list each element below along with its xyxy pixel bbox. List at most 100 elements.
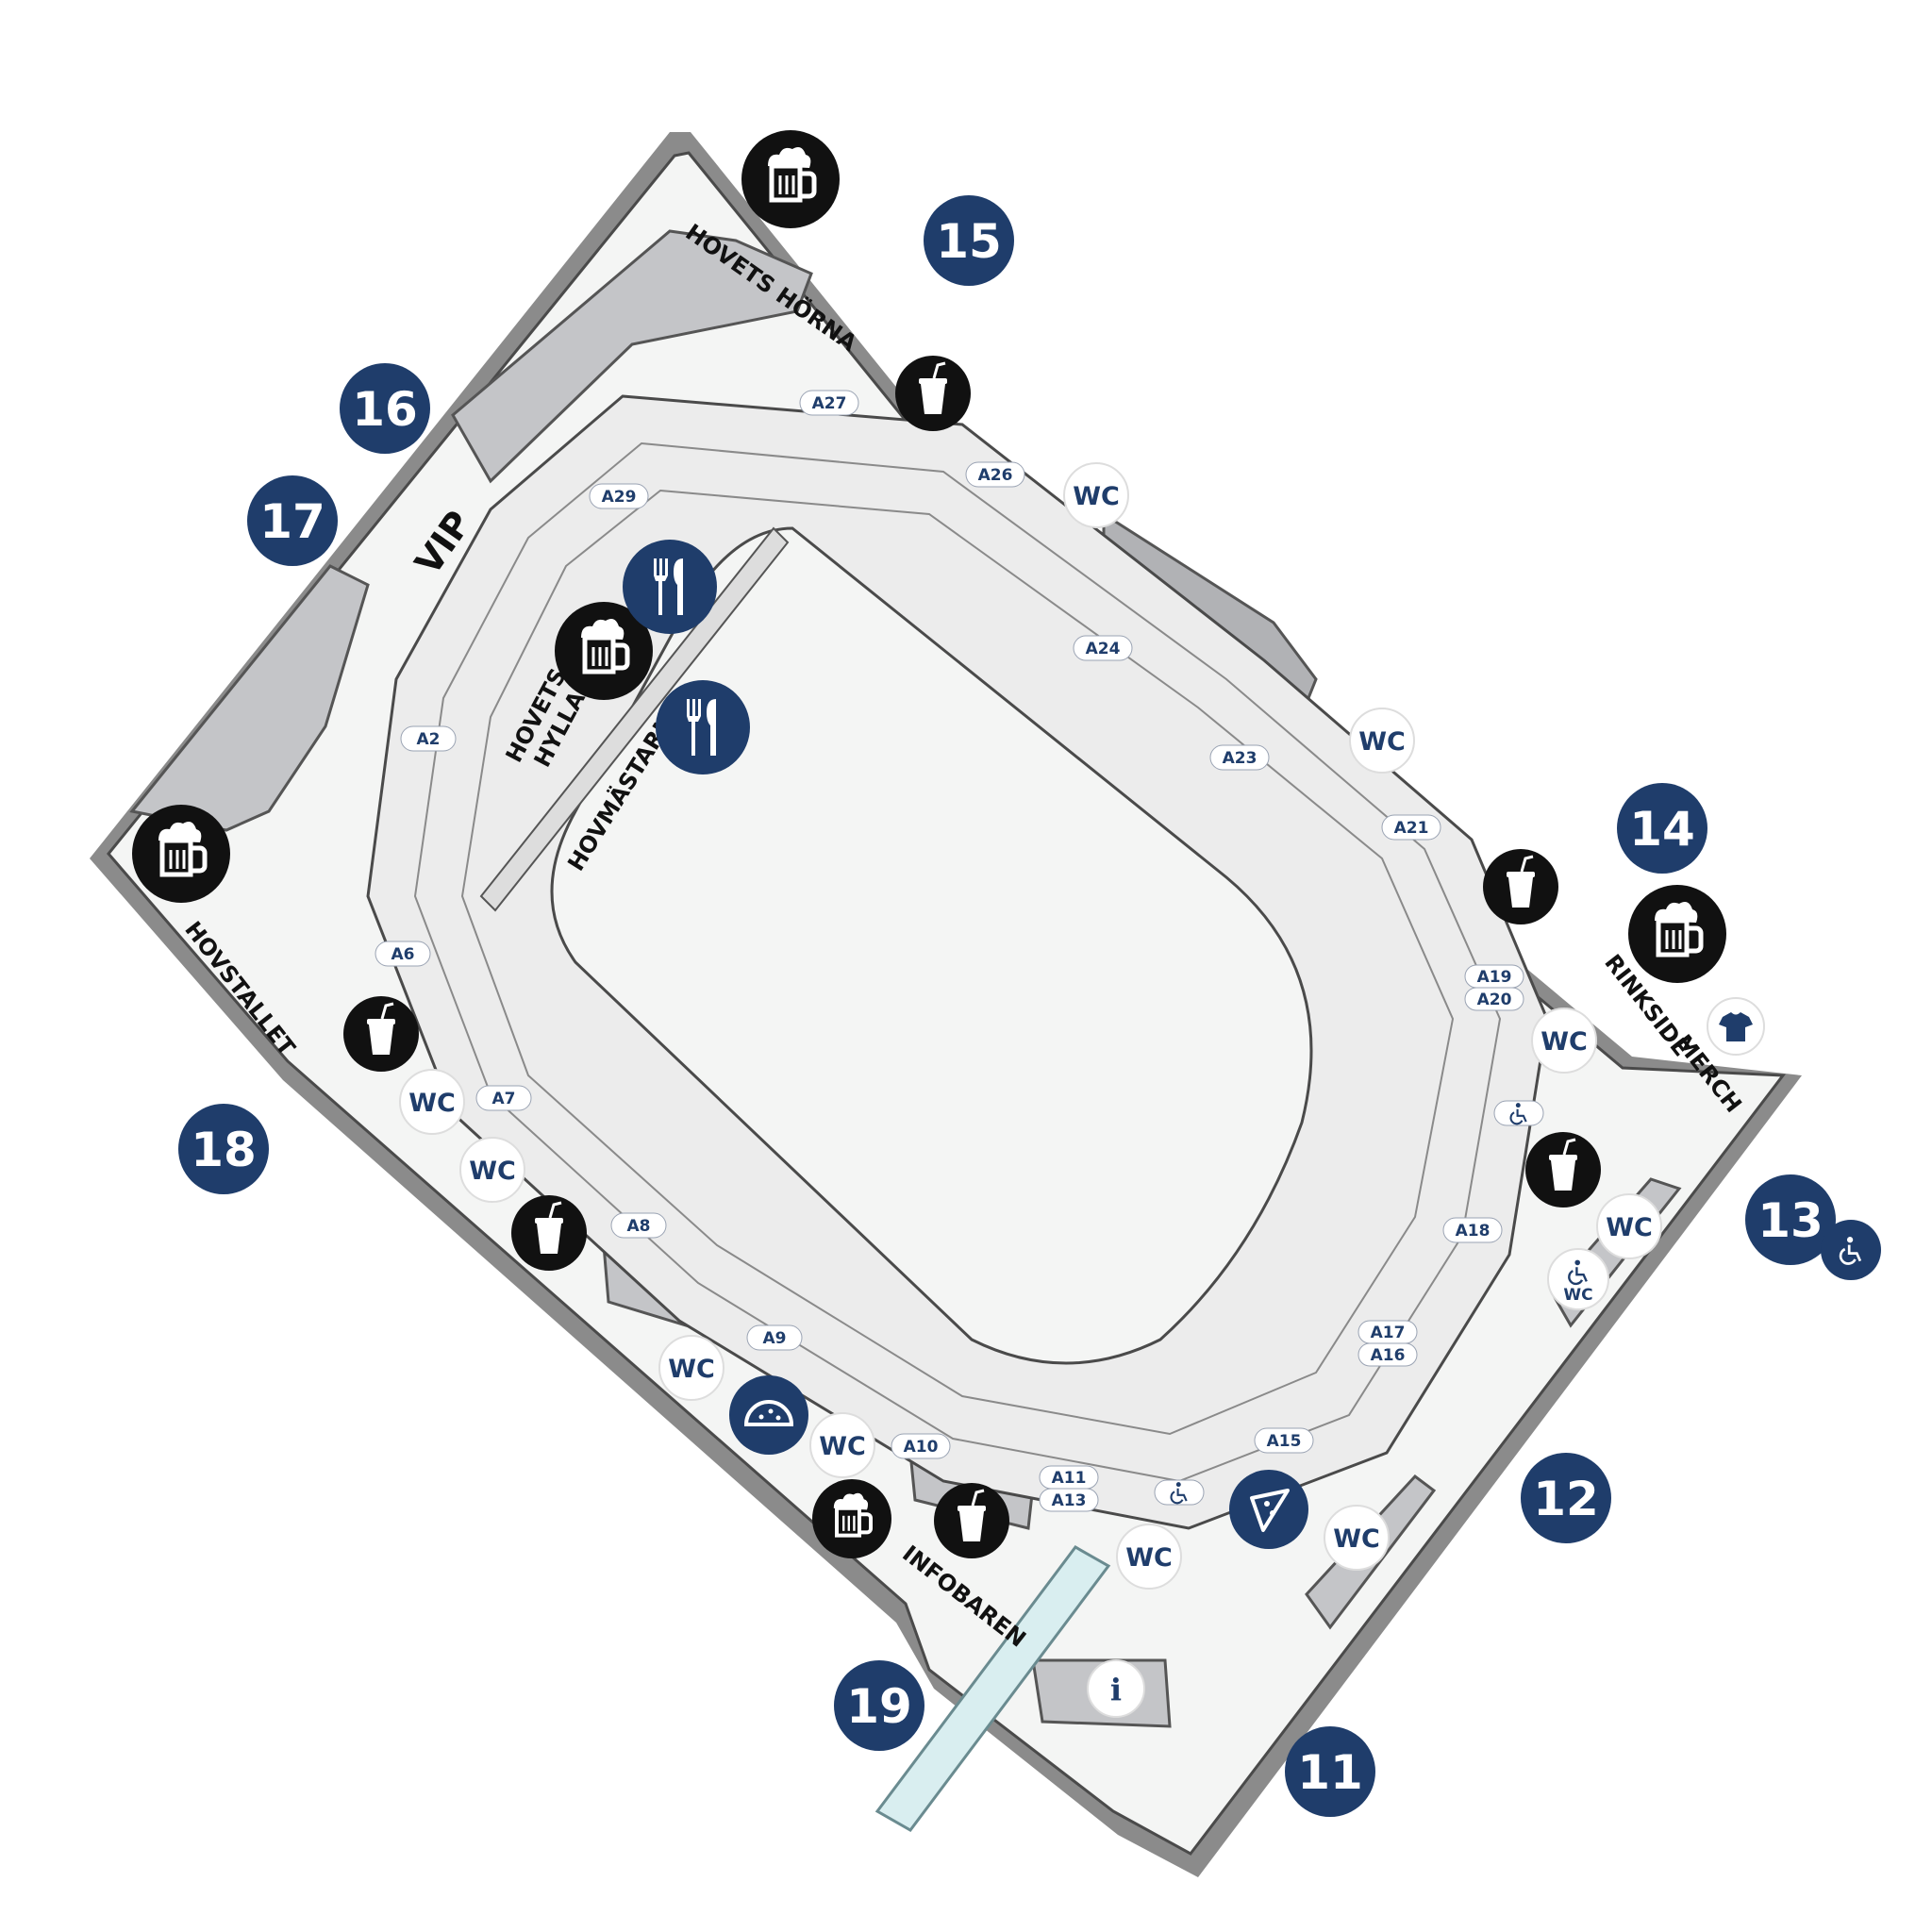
section-a27[interactable]: A27	[799, 390, 859, 416]
section-a16[interactable]: A16	[1357, 1342, 1418, 1367]
section-a23[interactable]: A23	[1209, 744, 1270, 771]
svg-text:A13: A13	[1052, 1491, 1087, 1510]
wc-marker[interactable]: WC	[1596, 1193, 1662, 1259]
svg-text:WC: WC	[819, 1432, 866, 1461]
section-a2[interactable]: A2	[400, 725, 457, 752]
wc-marker[interactable]: WC	[1324, 1505, 1390, 1571]
svg-text:19: 19	[846, 1679, 912, 1734]
svg-text:A24: A24	[1086, 640, 1121, 658]
svg-text:WC: WC	[1358, 727, 1406, 757]
restaurant-marker[interactable]	[656, 680, 750, 774]
svg-text:A6: A6	[391, 945, 415, 964]
section-a21[interactable]: A21	[1381, 814, 1441, 841]
wc-markers: WC WC WC WC WC WC WC WC WC WC	[399, 462, 1662, 1590]
beer-bar-marker[interactable]	[741, 130, 840, 228]
taco-icon	[743, 1400, 794, 1426]
svg-text:15: 15	[936, 214, 1002, 269]
gate-marker-14[interactable]: 14	[1617, 783, 1707, 874]
svg-text:A21: A21	[1394, 819, 1429, 838]
wc-marker[interactable]: WC	[459, 1137, 525, 1203]
svg-text:A8: A8	[627, 1217, 651, 1236]
wheelchair-icon	[1154, 1479, 1205, 1506]
drink-kiosk-marker[interactable]	[1483, 849, 1558, 924]
svg-text:A29: A29	[602, 488, 637, 507]
info-desk-marker[interactable]: i	[1087, 1659, 1145, 1718]
merch-marker[interactable]	[1707, 997, 1765, 1056]
info-icon: i	[1110, 1672, 1122, 1707]
svg-text:WC: WC	[1606, 1213, 1653, 1242]
gate-marker-17[interactable]: 17	[247, 475, 338, 566]
svg-text:18: 18	[191, 1123, 257, 1177]
beer-bar-marker[interactable]	[132, 805, 230, 903]
section-a20[interactable]: A20	[1464, 987, 1524, 1011]
gate-marker-19[interactable]: 19	[834, 1660, 924, 1751]
svg-text:A27: A27	[812, 394, 847, 413]
section-a13[interactable]: A13	[1039, 1488, 1099, 1512]
svg-text:A7: A7	[492, 1090, 516, 1108]
drink-kiosk-marker[interactable]	[934, 1483, 1009, 1558]
wc-marker[interactable]: WC	[1349, 708, 1415, 774]
section-a9[interactable]: A9	[746, 1324, 803, 1351]
gate-marker-18[interactable]: 18	[178, 1104, 269, 1194]
svg-text:A23: A23	[1223, 749, 1257, 768]
section-labels: A2 A6 A7 A8 A9 A10 A11 A13 A15 A16 A17 A…	[375, 390, 1524, 1512]
wc-marker[interactable]: WC	[399, 1069, 465, 1135]
svg-text:A26: A26	[978, 466, 1013, 485]
accessible-wc-marker[interactable]: WC	[1547, 1248, 1609, 1310]
gate-marker-12[interactable]: 12	[1521, 1453, 1611, 1543]
svg-text:A17: A17	[1371, 1324, 1406, 1342]
drink-kiosk-marker[interactable]	[343, 996, 419, 1072]
wc-marker[interactable]: WC	[1063, 462, 1129, 528]
section-a6[interactable]: A6	[375, 941, 431, 967]
section-a10[interactable]: A10	[891, 1433, 951, 1459]
section-a8[interactable]: A8	[610, 1212, 667, 1239]
gate-marker-11[interactable]: 11	[1285, 1726, 1375, 1817]
wc-marker[interactable]: WC	[1531, 1008, 1597, 1074]
svg-text:13: 13	[1757, 1193, 1824, 1248]
svg-text:WC: WC	[1541, 1027, 1588, 1057]
taco-marker[interactable]	[729, 1375, 808, 1455]
svg-text:WC: WC	[408, 1089, 456, 1118]
svg-text:17: 17	[259, 494, 325, 549]
wc-marker[interactable]: WC	[1116, 1524, 1182, 1590]
gate-marker-13[interactable]: 13	[1745, 1174, 1836, 1265]
section-a17[interactable]: A17	[1357, 1320, 1418, 1344]
wc-marker[interactable]: WC	[658, 1335, 724, 1401]
beer-bar-marker[interactable]	[812, 1479, 891, 1558]
svg-text:WC: WC	[1563, 1286, 1592, 1305]
drink-kiosk-marker[interactable]	[511, 1195, 587, 1271]
svg-text:12: 12	[1533, 1472, 1599, 1526]
section-a7[interactable]: A7	[475, 1085, 532, 1111]
gate-marker-16[interactable]: 16	[340, 363, 430, 454]
section-a26[interactable]: A26	[965, 461, 1025, 488]
section-a24[interactable]: A24	[1073, 635, 1133, 661]
beer-bar-marker[interactable]	[1628, 885, 1726, 983]
svg-text:A10: A10	[904, 1438, 939, 1457]
restaurant-marker[interactable]	[623, 540, 717, 634]
svg-text:WC: WC	[668, 1355, 715, 1384]
tshirt-icon	[1719, 1012, 1753, 1041]
svg-text:14: 14	[1629, 802, 1695, 857]
section-a11[interactable]: A11	[1039, 1465, 1099, 1490]
wheelchair-icon	[1839, 1237, 1862, 1265]
drink-kiosk-marker[interactable]	[895, 356, 971, 431]
svg-text:A9: A9	[763, 1329, 787, 1348]
svg-text:A15: A15	[1267, 1432, 1302, 1451]
svg-text:A2: A2	[417, 730, 441, 749]
gate-marker-15[interactable]: 15	[924, 195, 1014, 286]
drink-kiosk-marker[interactable]	[1525, 1132, 1601, 1208]
svg-text:WC: WC	[1333, 1524, 1380, 1554]
svg-text:A11: A11	[1052, 1469, 1087, 1488]
pizza-marker[interactable]	[1229, 1470, 1308, 1549]
wc-marker[interactable]: WC	[809, 1412, 875, 1478]
svg-text:16: 16	[352, 382, 418, 437]
section-a29[interactable]: A29	[589, 483, 649, 509]
svg-text:A18: A18	[1456, 1222, 1491, 1241]
section-a18[interactable]: A18	[1442, 1217, 1503, 1243]
svg-text:A20: A20	[1477, 991, 1512, 1009]
section-a15[interactable]: A15	[1254, 1427, 1314, 1454]
accessible-entrance-marker[interactable]	[1821, 1220, 1881, 1280]
beer-bar-marker[interactable]	[555, 602, 653, 700]
section-a19[interactable]: A19	[1464, 964, 1524, 989]
